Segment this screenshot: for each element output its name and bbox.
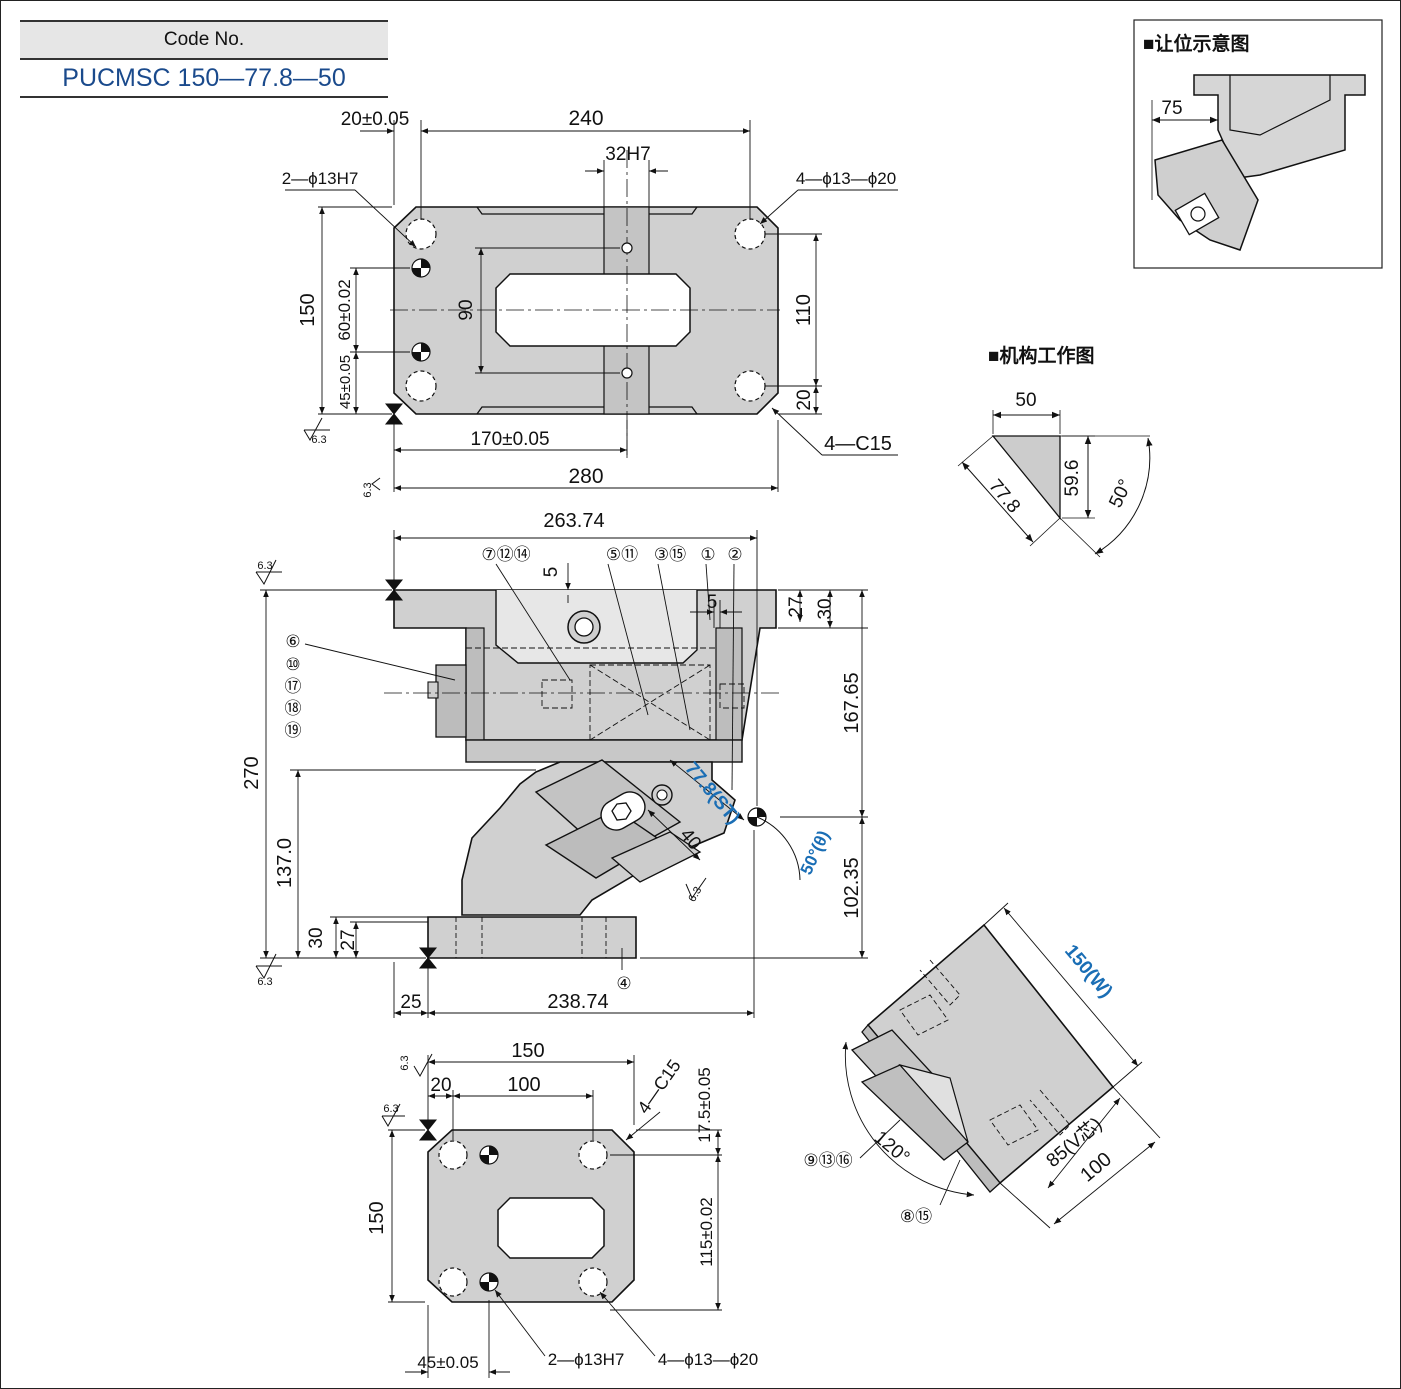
callout-2: ② — [727, 545, 742, 564]
code-number-box: Code No. PUCMSC 150—77.8—50 — [20, 20, 388, 98]
bottom-dim-17-5: 17.5±0.05 — [695, 1067, 714, 1143]
bottom-roughness-b: 6.3 — [383, 1103, 398, 1115]
bottom-dim-115: 115±0.02 — [697, 1197, 716, 1267]
callout-3-15: ③⑮ — [654, 545, 686, 564]
front-dim-27: 27 — [786, 596, 807, 617]
front-dim-238-74: 238.74 — [547, 991, 608, 1013]
iso-dim-100: 100 — [1076, 1148, 1116, 1186]
bottom-dim-150: 150 — [511, 1040, 544, 1062]
callout-4: ④ — [616, 974, 631, 993]
callout-7-12-14: ⑦⑫⑭ — [481, 545, 530, 564]
front-dim-270: 270 — [241, 756, 263, 789]
front-dim-5b: 5 — [707, 592, 718, 613]
front-view: 6.3 6.3 6.3 263.74 5 5 27 30 167.65 102.… — [241, 510, 868, 1018]
top-dim-240: 240 — [568, 107, 603, 130]
mech-dim-50-deg: 50° — [1105, 476, 1136, 511]
front-dim-5a: 5 — [541, 567, 562, 578]
front-dim-30b: 30 — [306, 927, 327, 948]
clearance-dim-75: 75 — [1161, 98, 1182, 119]
bottom-holes-b: 4—ϕ13—ϕ20 — [658, 1350, 758, 1369]
top-dim-110: 110 — [793, 294, 815, 326]
mech-dim-59-6: 59.6 — [1062, 460, 1083, 497]
top-dim-45: 45±0.05 — [337, 355, 354, 409]
front-roughness-b: 6.3 — [257, 976, 272, 988]
mech-dim-50: 50 — [1015, 390, 1036, 411]
front-dim-263-74: 263.74 — [543, 510, 604, 532]
code-value: PUCMSC 150—77.8—50 — [20, 60, 388, 98]
bottom-dim-100: 100 — [507, 1074, 540, 1096]
callout-10: ⑩ — [285, 655, 300, 674]
mechanism-diagram-title: ■机构工作图 — [988, 346, 1095, 367]
front-roughness-c: 6.3 — [686, 885, 704, 904]
top-dim-60: 60±0.02 — [335, 279, 354, 340]
front-angle-label: 50°(θ) — [797, 828, 834, 878]
top-dim-280: 280 — [568, 465, 603, 488]
clearance-inset: 75 — [1133, 19, 1383, 269]
bottom-dim-20: 20 — [430, 1075, 451, 1096]
bottom-chamfer-label: 4—C15 — [633, 1056, 684, 1117]
bottom-dim-150v: 150 — [366, 1201, 388, 1234]
top-chamfer-label: 4—C15 — [824, 433, 892, 455]
clearance-diagram-title: ■让位示意图 — [1143, 34, 1250, 55]
mechanism-inset: 50 59.6 77.8 50° — [957, 390, 1153, 558]
code-label: Code No. — [20, 20, 388, 60]
callout-5-11: ⑤⑪ — [606, 545, 638, 564]
callout-9-13-16: ⑨⑬⑯ — [803, 1151, 852, 1170]
front-dim-102-35: 102.35 — [841, 857, 863, 918]
callout-8-15: ⑧⑮ — [900, 1207, 932, 1226]
top-dim-150: 150 — [297, 293, 319, 326]
front-roughness-a: 6.3 — [257, 560, 272, 572]
callout-6: ⑥ — [285, 632, 300, 651]
callout-18: ⑱ — [285, 699, 302, 718]
front-dim-167-65: 167.65 — [841, 672, 863, 733]
top-roughness-a: 6.3 — [311, 434, 326, 446]
top-roughness-b: 6.3 — [362, 482, 374, 497]
front-dim-27b: 27 — [338, 929, 359, 950]
iso-view: 150(W) 85(V芯) 100 120° ⑨⑬⑯ ⑧⑮ — [803, 902, 1161, 1229]
bottom-roughness-a: 6.3 — [399, 1055, 411, 1070]
datum-hole-markers — [411, 258, 431, 362]
mech-dim-77-8: 77.8 — [984, 476, 1024, 518]
callout-1: ① — [700, 545, 715, 564]
front-dim-25: 25 — [400, 992, 421, 1013]
bottom-view: 6.3 6.3 150 20 100 4—C15 17.5±0.05 115±0… — [366, 1040, 758, 1378]
front-dim-137: 137.0 — [274, 838, 296, 888]
bottom-dim-45: 45±0.05 — [417, 1353, 478, 1372]
callout-19: ⑲ — [285, 721, 302, 740]
top-dim-32h7: 32H7 — [605, 144, 650, 165]
iso-angle-label: 120° — [870, 1127, 914, 1168]
top-dim-90: 90 — [456, 299, 477, 320]
bottom-holes-a: 2—ϕ13H7 — [548, 1350, 625, 1369]
top-dim-20: 20±0.05 — [341, 109, 410, 130]
front-dim-30: 30 — [815, 598, 836, 619]
top-holes-left-label: 2—ϕ13H7 — [282, 169, 359, 188]
top-holes-right-label: 4—ϕ13—ϕ20 — [796, 169, 896, 188]
top-view: 20±0.05 240 32H7 2—ϕ13H7 4—ϕ13—ϕ20 150 6… — [282, 107, 898, 498]
top-dim-170: 170±0.05 — [470, 429, 549, 450]
iso-width-label: 150(W) — [1060, 941, 1116, 1002]
top-dim-20b: 20 — [794, 389, 815, 410]
callout-17: ⑰ — [285, 677, 302, 696]
